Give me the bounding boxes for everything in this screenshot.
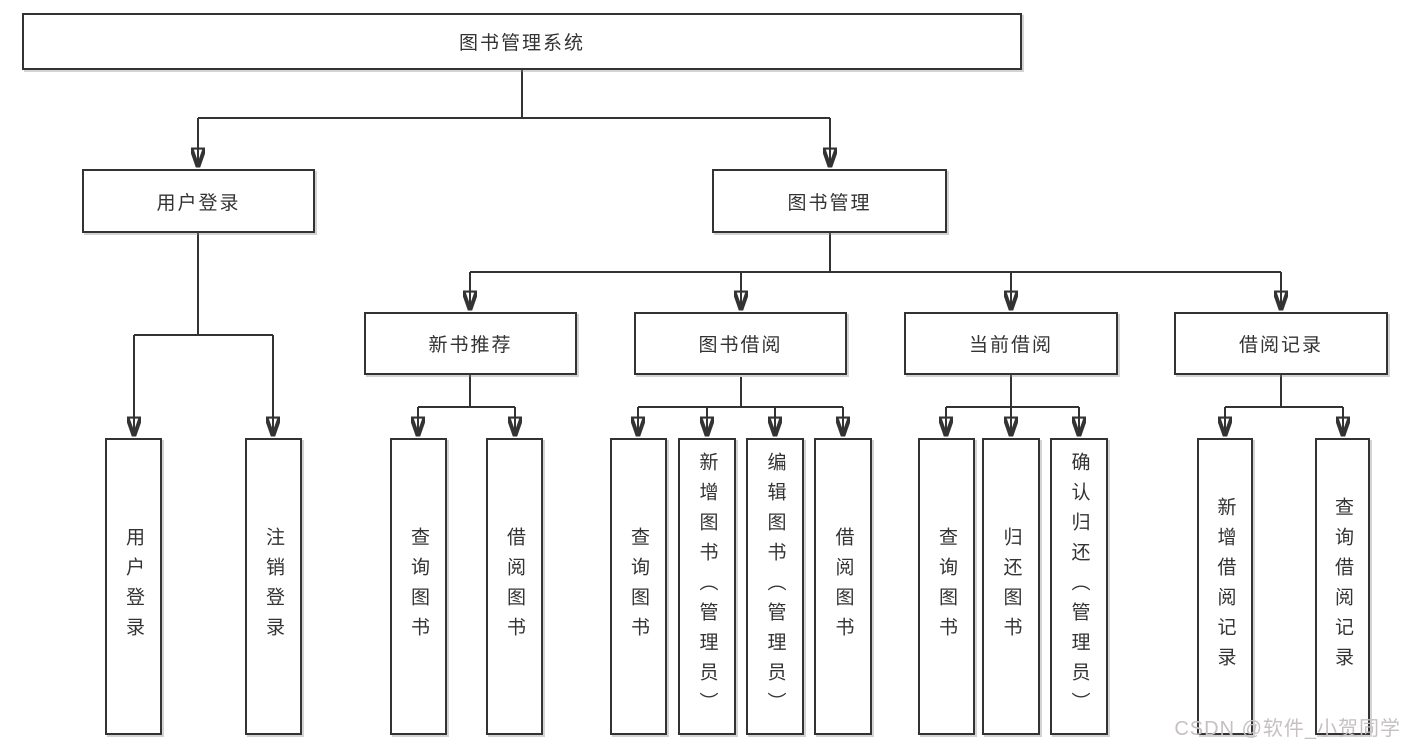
node-label: 查询图书 (408, 526, 429, 647)
node-borrowing-records: 借阅记录 (1174, 312, 1388, 375)
node-label: 查询借阅记录 (1332, 496, 1353, 677)
connector-segment (638, 377, 843, 408)
connector-segment (1225, 375, 1343, 408)
leaf-logout: 注销登录 (245, 438, 302, 735)
node-label: 查询图书 (628, 526, 649, 647)
node-label: 用户登录 (156, 192, 241, 214)
node-label: 图书管理 (787, 192, 872, 214)
connector-segment (134, 233, 273, 336)
leaf-query-books-borrowing: 查询图书 (610, 438, 667, 735)
leaf-query-borrow-record: 查询借阅记录 (1315, 438, 1370, 735)
node-label: 编辑图书（管理员） (764, 451, 786, 722)
node-label: 图书管理系统 (458, 33, 585, 54)
leaf-add-books-admin: 新增图书（管理员） (678, 438, 736, 735)
node-label: 借阅图书 (504, 526, 525, 647)
connector-segment (470, 233, 1281, 273)
node-label: 当前借阅 (968, 335, 1053, 356)
leaf-confirm-return-admin: 确认归还（管理员） (1050, 438, 1108, 735)
node-book-management: 图书管理 (712, 169, 947, 233)
connector-segment (946, 375, 1079, 408)
node-label: 新增图书（管理员） (696, 451, 718, 722)
csdn-watermark: CSDN @软件_小贺同学 (1174, 718, 1401, 740)
leaf-borrow-books-recommend: 借阅图书 (486, 438, 543, 735)
node-book-borrowing: 图书借阅 (634, 312, 847, 375)
node-new-book-recommendation: 新书推荐 (364, 312, 577, 375)
leaf-return-books: 归还图书 (982, 438, 1040, 735)
node-user-login: 用户登录 (82, 169, 315, 233)
node-label: 注销登录 (263, 526, 284, 647)
leaf-edit-books-admin: 编辑图书（管理员） (746, 438, 804, 735)
connector-segment (418, 375, 515, 408)
leaf-user-login: 用户登录 (105, 438, 162, 735)
node-label: 借阅图书 (832, 526, 854, 647)
leaf-borrow-books: 借阅图书 (814, 438, 872, 735)
leaf-add-borrow-record: 新增借阅记录 (1197, 438, 1253, 735)
node-label: 归还图书 (1000, 526, 1022, 647)
node-label: 图书借阅 (698, 335, 783, 356)
node-label: 查询图书 (936, 526, 957, 647)
node-label: 确认归还（管理员） (1068, 451, 1090, 722)
node-label: 新书推荐 (428, 335, 513, 356)
node-label: 用户登录 (123, 526, 144, 647)
node-label: 新增借阅记录 (1214, 496, 1236, 677)
leaf-query-books-current: 查询图书 (918, 438, 975, 735)
leaf-query-books-recommend: 查询图书 (390, 438, 447, 735)
connector-segment (198, 70, 830, 119)
node-label: 借阅记录 (1238, 335, 1323, 356)
node-library-management-system: 图书管理系统 (22, 13, 1022, 70)
node-current-borrowing: 当前借阅 (904, 312, 1118, 375)
